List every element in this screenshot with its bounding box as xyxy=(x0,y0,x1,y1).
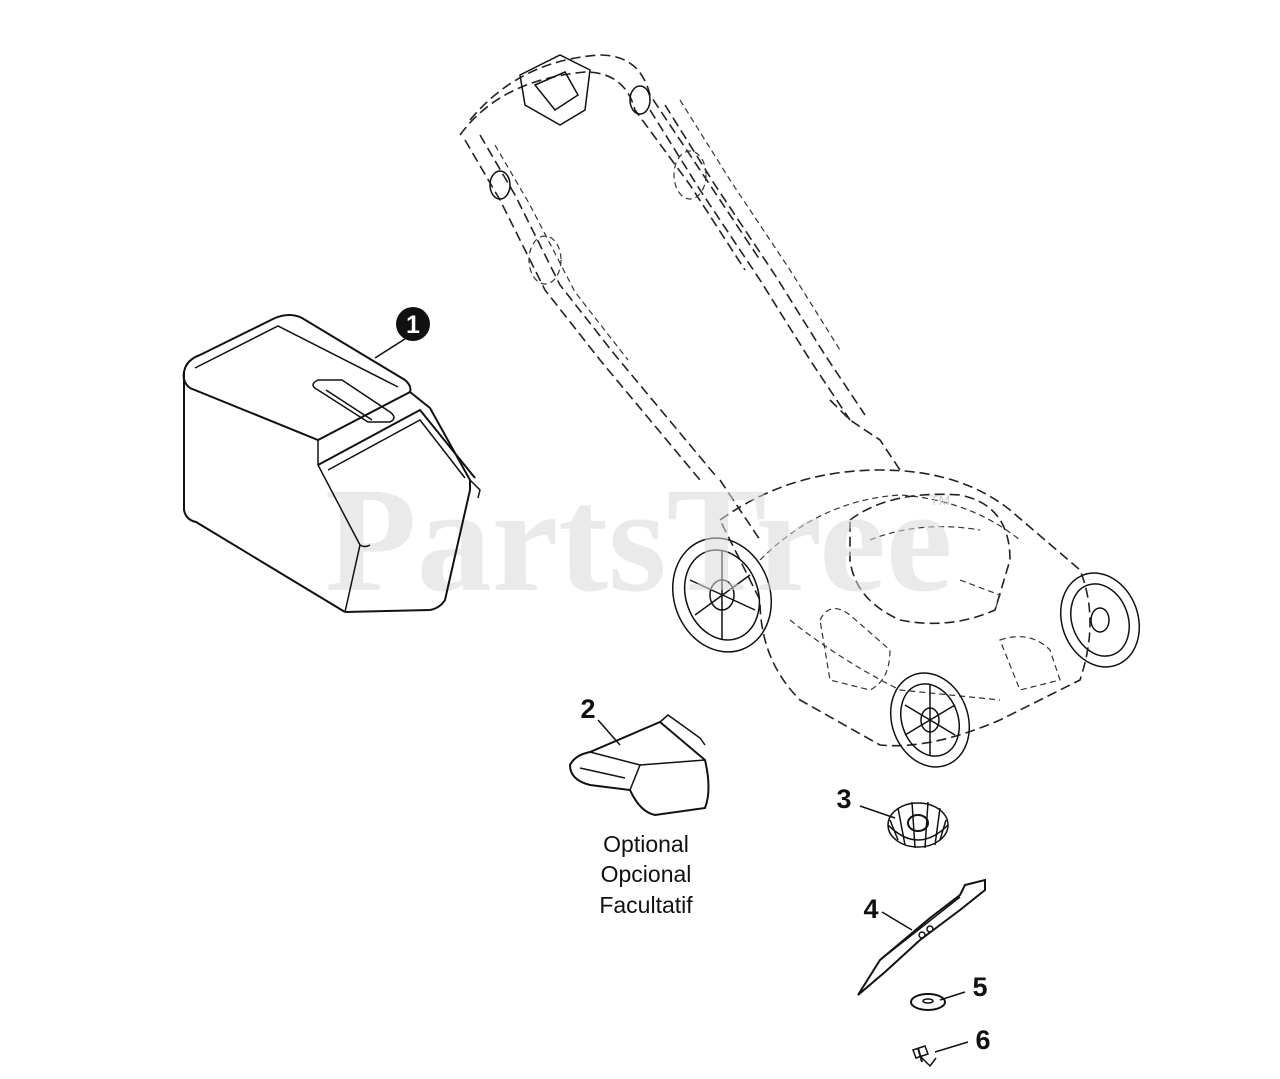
optional-note-english: Optional xyxy=(603,831,689,857)
mower-front-wheel xyxy=(889,672,971,768)
watermark-text: PartsTree xyxy=(325,457,952,623)
optional-note: Optional Opcional Facultatif xyxy=(599,831,693,918)
mower-phantom-outline xyxy=(459,54,1091,747)
part-2-mulch-plug[interactable] xyxy=(568,714,710,817)
callout-6-label[interactable]: 6 xyxy=(975,1025,990,1055)
callout-5-label[interactable]: 5 xyxy=(972,972,987,1002)
optional-note-spanish: Opcional xyxy=(601,861,692,887)
part-3-blade-adapter-fan[interactable] xyxy=(887,801,949,849)
callout-3-label[interactable]: 3 xyxy=(836,784,851,814)
part-5-washer[interactable] xyxy=(910,993,946,1011)
mower-rear-left-wheel xyxy=(671,537,773,653)
callout-leaders xyxy=(374,336,969,1053)
watermark-trademark: TM xyxy=(930,492,950,508)
callout-2-label[interactable]: 2 xyxy=(580,694,595,724)
part-1-grass-bag[interactable] xyxy=(182,314,481,613)
part-4-blade[interactable] xyxy=(857,878,986,996)
optional-note-french: Facultatif xyxy=(599,892,693,918)
callout-1[interactable]: 1 xyxy=(396,307,430,341)
callout-1-label: 1 xyxy=(406,311,420,339)
callout-4-label[interactable]: 4 xyxy=(863,894,878,924)
part-6-bolt[interactable] xyxy=(912,1045,937,1068)
mower-rear-right-wheel xyxy=(1059,572,1141,668)
